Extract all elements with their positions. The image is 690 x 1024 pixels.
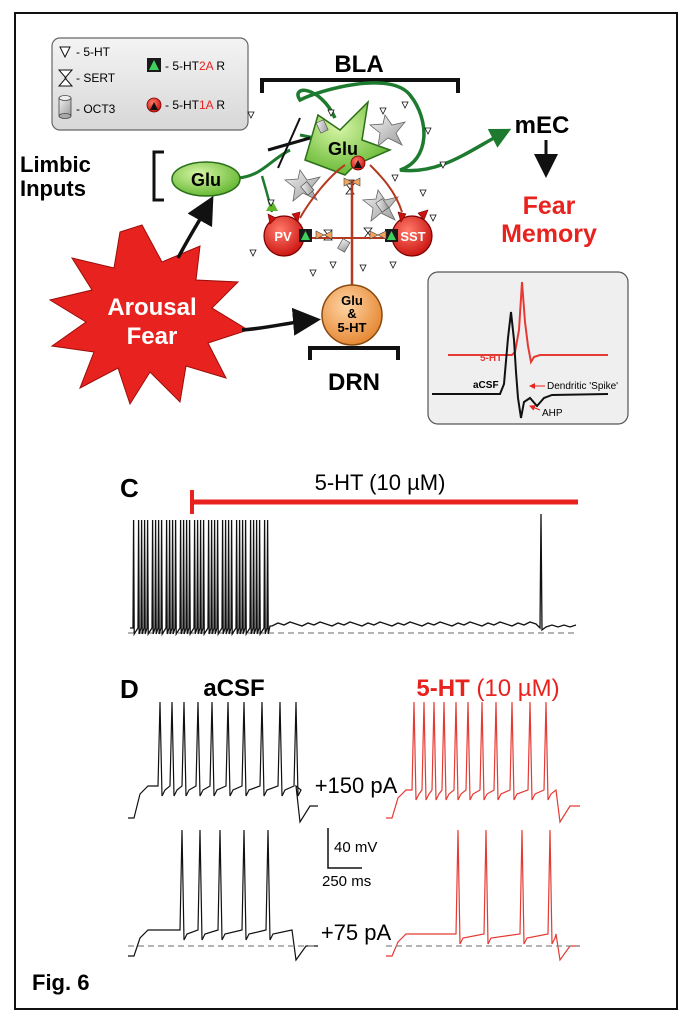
- arousal-fear-starburst: [48, 224, 250, 406]
- inset-ahp-label: AHP: [542, 408, 563, 419]
- drn-bracket: [308, 346, 400, 360]
- glia-star-icon: [368, 114, 407, 147]
- bla-glu-neuron: [304, 99, 393, 176]
- scale-time-label: 250 ms: [322, 873, 371, 890]
- bla-bracket: [260, 78, 460, 93]
- arousal-to-input-arrow: [176, 195, 214, 259]
- acsf-low-current-trace: [128, 829, 318, 962]
- serotonin-triangle-icon: [59, 46, 71, 59]
- limbic-label-line1: Limbic: [20, 152, 91, 177]
- panel-d-control-label: aCSF: [203, 675, 264, 702]
- drn-label: DRN: [328, 369, 380, 396]
- high-current-label: +150 pA: [315, 773, 398, 798]
- glu-input-label: Glu: [191, 170, 221, 190]
- legend-receptor-1a: - 5-HT1A R: [165, 98, 225, 112]
- legend-oct3: - OCT3: [76, 102, 116, 116]
- figure-caption: Fig. 6: [32, 970, 89, 995]
- oct3-cylinder-icon: [315, 119, 329, 134]
- panel-c-trace: [130, 513, 577, 637]
- input-terminal-icon: [266, 200, 278, 211]
- serotonin-low-current-trace: [386, 829, 580, 962]
- scale-bar: [327, 828, 362, 869]
- legend-sert: - SERT: [76, 71, 116, 85]
- oct3-cylinder-icon: [375, 198, 390, 213]
- fear-memory-line1: Fear: [523, 192, 576, 220]
- low-current-label: +75 pA: [321, 920, 392, 945]
- mec-label: mEC: [515, 112, 570, 139]
- oct3-cylinder-icon: [300, 181, 315, 196]
- sst-axon: [369, 164, 403, 213]
- receptor-2a-icon: [147, 58, 161, 72]
- pv-label: PV: [274, 229, 292, 244]
- synapse-bowtie-icon: [315, 177, 387, 240]
- figure-frame: [14, 12, 678, 1010]
- receptor-1a-icon: [146, 97, 162, 113]
- inset-serotonin-label: 5-HT: [480, 353, 502, 364]
- receptor-2a-icon: [299, 229, 312, 242]
- dendritic-spike-inset: 5-HT aCSF Dendritic 'Spike' AHP: [427, 271, 629, 425]
- ahp-pointer: [529, 405, 541, 411]
- drug-application-bar: [190, 490, 578, 514]
- receptor-1a-icon: [350, 155, 366, 171]
- sst-label: SST: [400, 229, 425, 244]
- serotonin-high-current-trace: [386, 701, 580, 824]
- pv-axon: [299, 164, 346, 219]
- oct3-cylinder-icon: [58, 95, 72, 119]
- inset-spike-label: Dendritic 'Spike': [547, 381, 618, 392]
- panel-d-label: D: [120, 674, 139, 704]
- receptor-2a-icon: [385, 229, 398, 242]
- legend-serotonin: - 5-HT: [76, 45, 111, 59]
- arousal-to-drn-arrow: [241, 307, 321, 336]
- legend-box: - 5-HT - SERT - OCT3 - 5-HT2A R - 5-HT1A…: [51, 37, 249, 131]
- inset-acsf-label: aCSF: [473, 380, 499, 391]
- fear-label: Fear: [127, 323, 178, 350]
- sert-hourglass-icon: [57, 69, 74, 87]
- arousal-label: Arousal: [107, 294, 196, 321]
- inhibitory-synapse-icon: [267, 117, 311, 169]
- drn-label-line2: &: [347, 306, 356, 321]
- inset-acsf-trace: [432, 311, 609, 419]
- input-axon: [237, 148, 291, 180]
- fear-memory-line2: Memory: [501, 220, 597, 248]
- oct3-cylinder-icon: [337, 238, 351, 253]
- bla-glu-label: Glu: [328, 139, 358, 159]
- scale-voltage-label: 40 mV: [334, 839, 377, 856]
- panel-d-drug-label: 5-HT (10 µM): [416, 675, 559, 702]
- limbic-bracket: [152, 150, 164, 202]
- drn-label-line1: Glu: [341, 293, 363, 308]
- drn-neuron: [321, 284, 383, 346]
- acsf-high-current-trace: [128, 701, 318, 824]
- legend-receptor-2a: - 5-HT2A R: [165, 59, 225, 73]
- bla-label: BLA: [334, 51, 383, 78]
- panel-c-label: C: [120, 473, 139, 503]
- bla-output-axon: [296, 81, 512, 173]
- drn-label-line3: 5-HT: [338, 320, 367, 335]
- limbic-label-line2: Inputs: [20, 176, 86, 201]
- panel-c-drug-label: 5-HT (10 µM): [315, 470, 446, 495]
